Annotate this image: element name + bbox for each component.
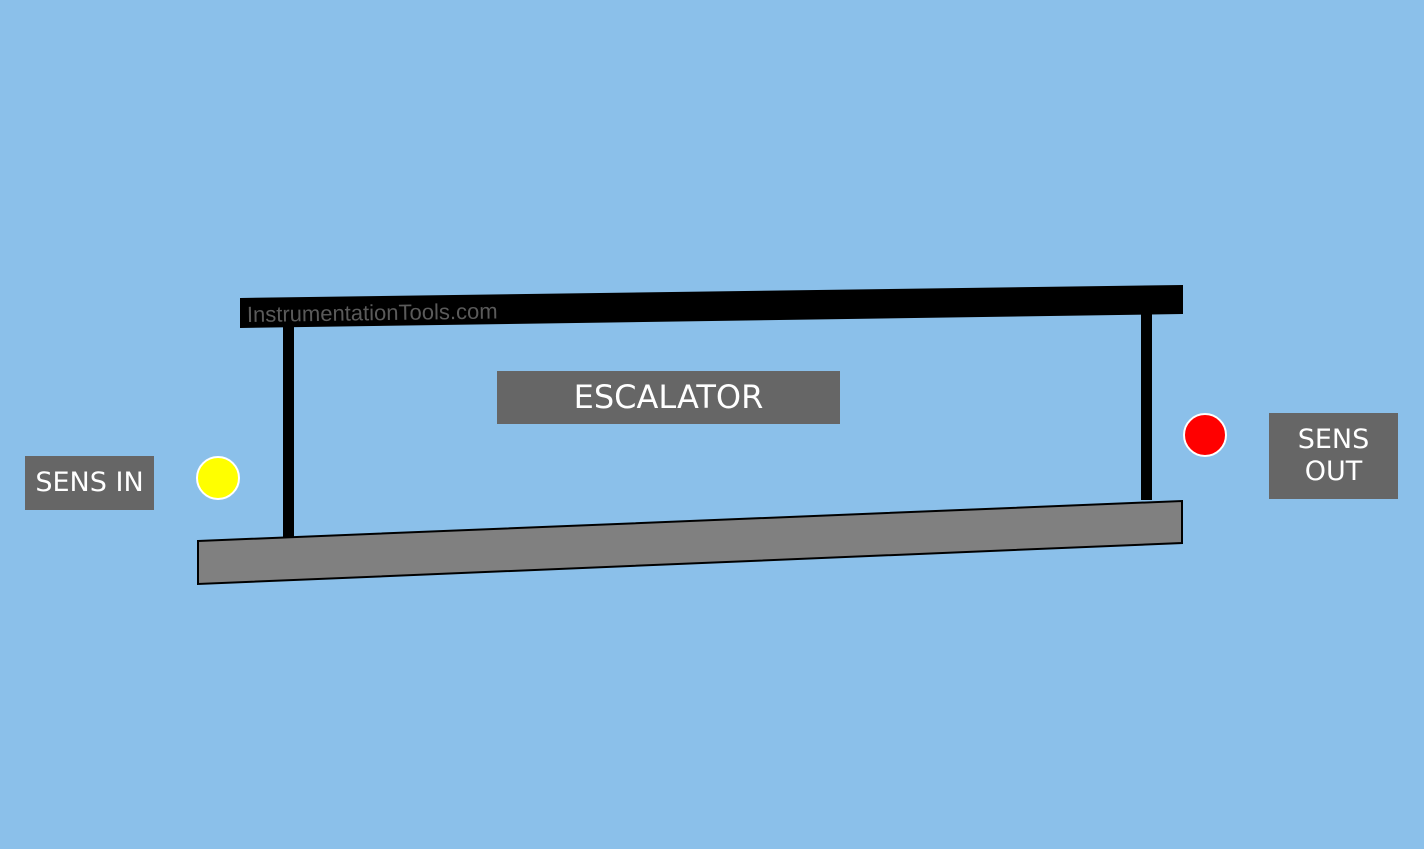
sensor-out-label-line2: OUT <box>1304 456 1363 487</box>
sensor-out-label: SENS OUT <box>1269 413 1398 499</box>
escalator-step-belt <box>197 499 1183 586</box>
sensor-out-label-line1: SENS <box>1297 423 1370 455</box>
escalator-label: ESCALATOR <box>497 371 840 424</box>
sensor-out-indicator-light <box>1183 413 1227 457</box>
watermark-text: InstrumentationTools.com <box>247 299 498 327</box>
sensor-in-label: SENS IN <box>25 456 154 510</box>
right-post <box>1141 313 1152 500</box>
sensor-in-indicator-light <box>196 456 240 500</box>
left-post <box>283 327 294 539</box>
escalator-handrail <box>240 285 1183 328</box>
